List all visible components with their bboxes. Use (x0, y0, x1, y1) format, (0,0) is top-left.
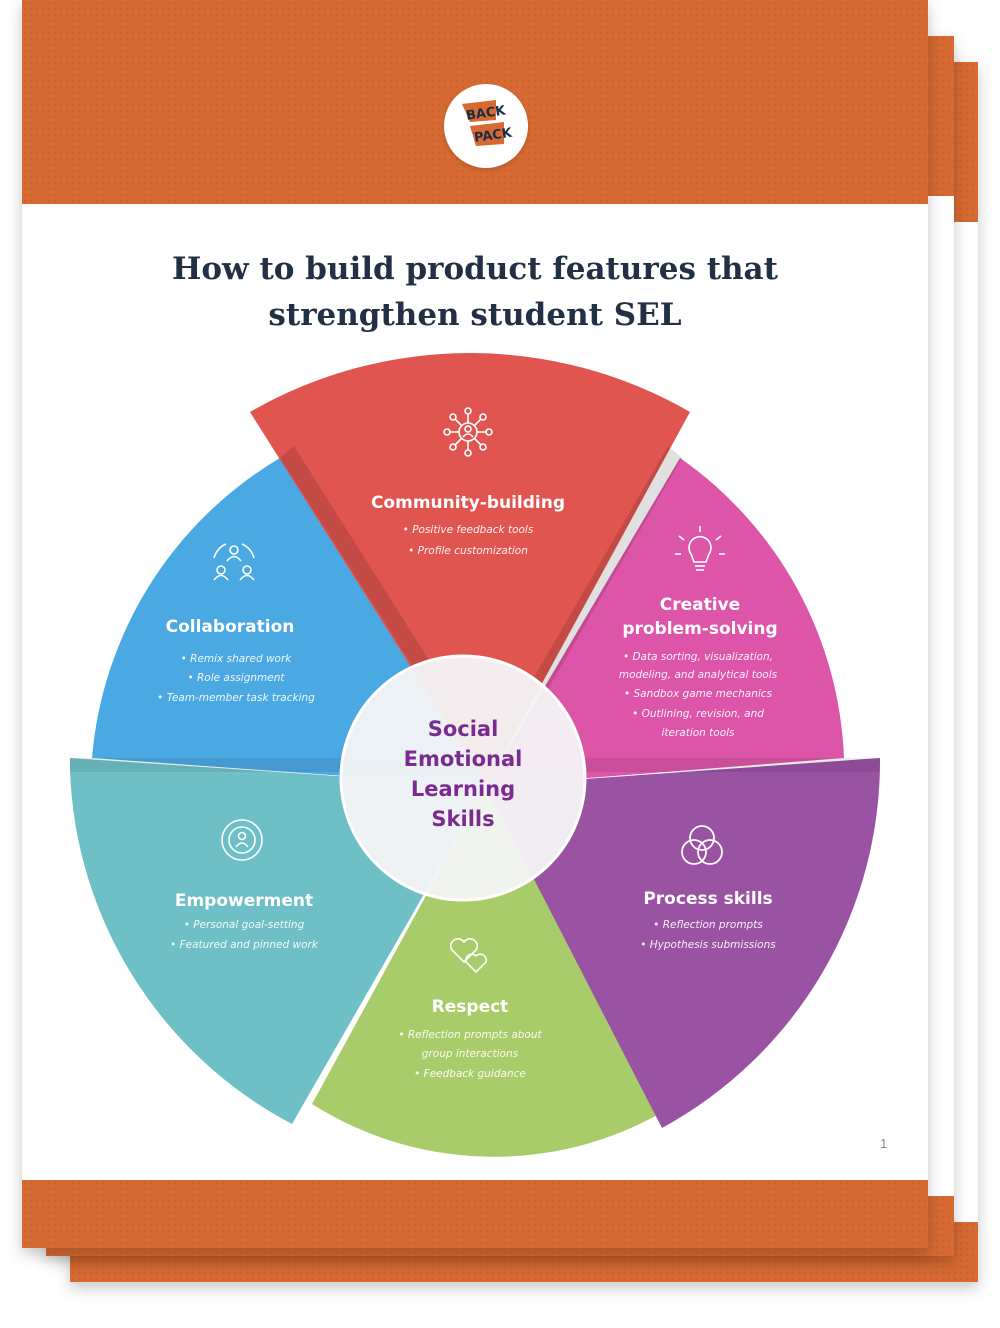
empowerment-heading: Empowerment (175, 891, 313, 911)
page-number: 1 (880, 1136, 888, 1151)
center-label-line-4: Skills (431, 807, 494, 831)
process-heading: Process skills (643, 889, 772, 909)
page-title-line-2: strengthen student SEL (268, 297, 682, 333)
creative-bullet: iteration tools (661, 727, 735, 739)
respect-bullet: • Feedback guidance (414, 1068, 526, 1080)
center-label-line-1: Social (428, 717, 499, 741)
front-page: BACK PACK How to build product features … (22, 0, 928, 1248)
logo-line-2: PACK (473, 126, 514, 146)
empowerment-bullet: • Featured and pinned work (170, 939, 319, 951)
creative-bullet: • Sandbox game mechanics (624, 688, 773, 700)
creative-bullet: • Outlining, revision, and (632, 708, 764, 720)
collaboration-bullet: • Role assignment (187, 672, 285, 684)
creative-heading-line-2: problem-solving (622, 619, 777, 639)
team-circle-icon (213, 543, 255, 581)
logo-line-1: BACK (465, 103, 507, 123)
respect-bullet: • Reflection prompts about (398, 1029, 542, 1041)
creative-heading-line-1: Creative (660, 595, 740, 615)
center-label-line-3: Learning (411, 777, 515, 801)
lightbulb-icon (675, 526, 725, 571)
center-circle (339, 654, 587, 902)
respect-bullet: group interactions (422, 1048, 519, 1060)
community-heading: Community-building (371, 493, 565, 513)
person-target-icon (221, 819, 263, 861)
network-people-icon (443, 407, 493, 457)
sel-skills-wheel: Social Emotional Learning Skills (70, 353, 881, 1157)
collaboration-bullet: • Team-member task tracking (157, 692, 315, 704)
segment-process-shape (486, 758, 881, 1128)
segment-community-shape (250, 353, 690, 786)
process-bullet: • Reflection prompts (653, 919, 763, 931)
creative-bullet: • Data sorting, visualization, (623, 651, 773, 663)
venn-circles-icon (681, 825, 723, 865)
respect-heading: Respect (432, 997, 509, 1017)
backpack-logo: BACK PACK (444, 84, 528, 168)
segment-respect-shape (312, 786, 676, 1157)
center-label-line-2: Emotional (404, 747, 523, 771)
process-bullet: • Hypothesis submissions (640, 939, 776, 951)
page-title-line-1: How to build product features that (172, 251, 778, 287)
header-band (22, 0, 928, 204)
hearts-icon (449, 938, 488, 974)
community-bullet: • Positive feedback tools (403, 524, 534, 536)
community-bullet: • Profile customization (408, 545, 528, 557)
footer-band (22, 1180, 928, 1248)
creative-bullet: modeling, and analytical tools (619, 669, 778, 681)
collaboration-heading: Collaboration (166, 617, 295, 637)
collaboration-bullet: • Remix shared work (181, 653, 293, 665)
empowerment-bullet: • Personal goal-setting (184, 919, 305, 931)
segment-creative-shape (486, 458, 844, 786)
